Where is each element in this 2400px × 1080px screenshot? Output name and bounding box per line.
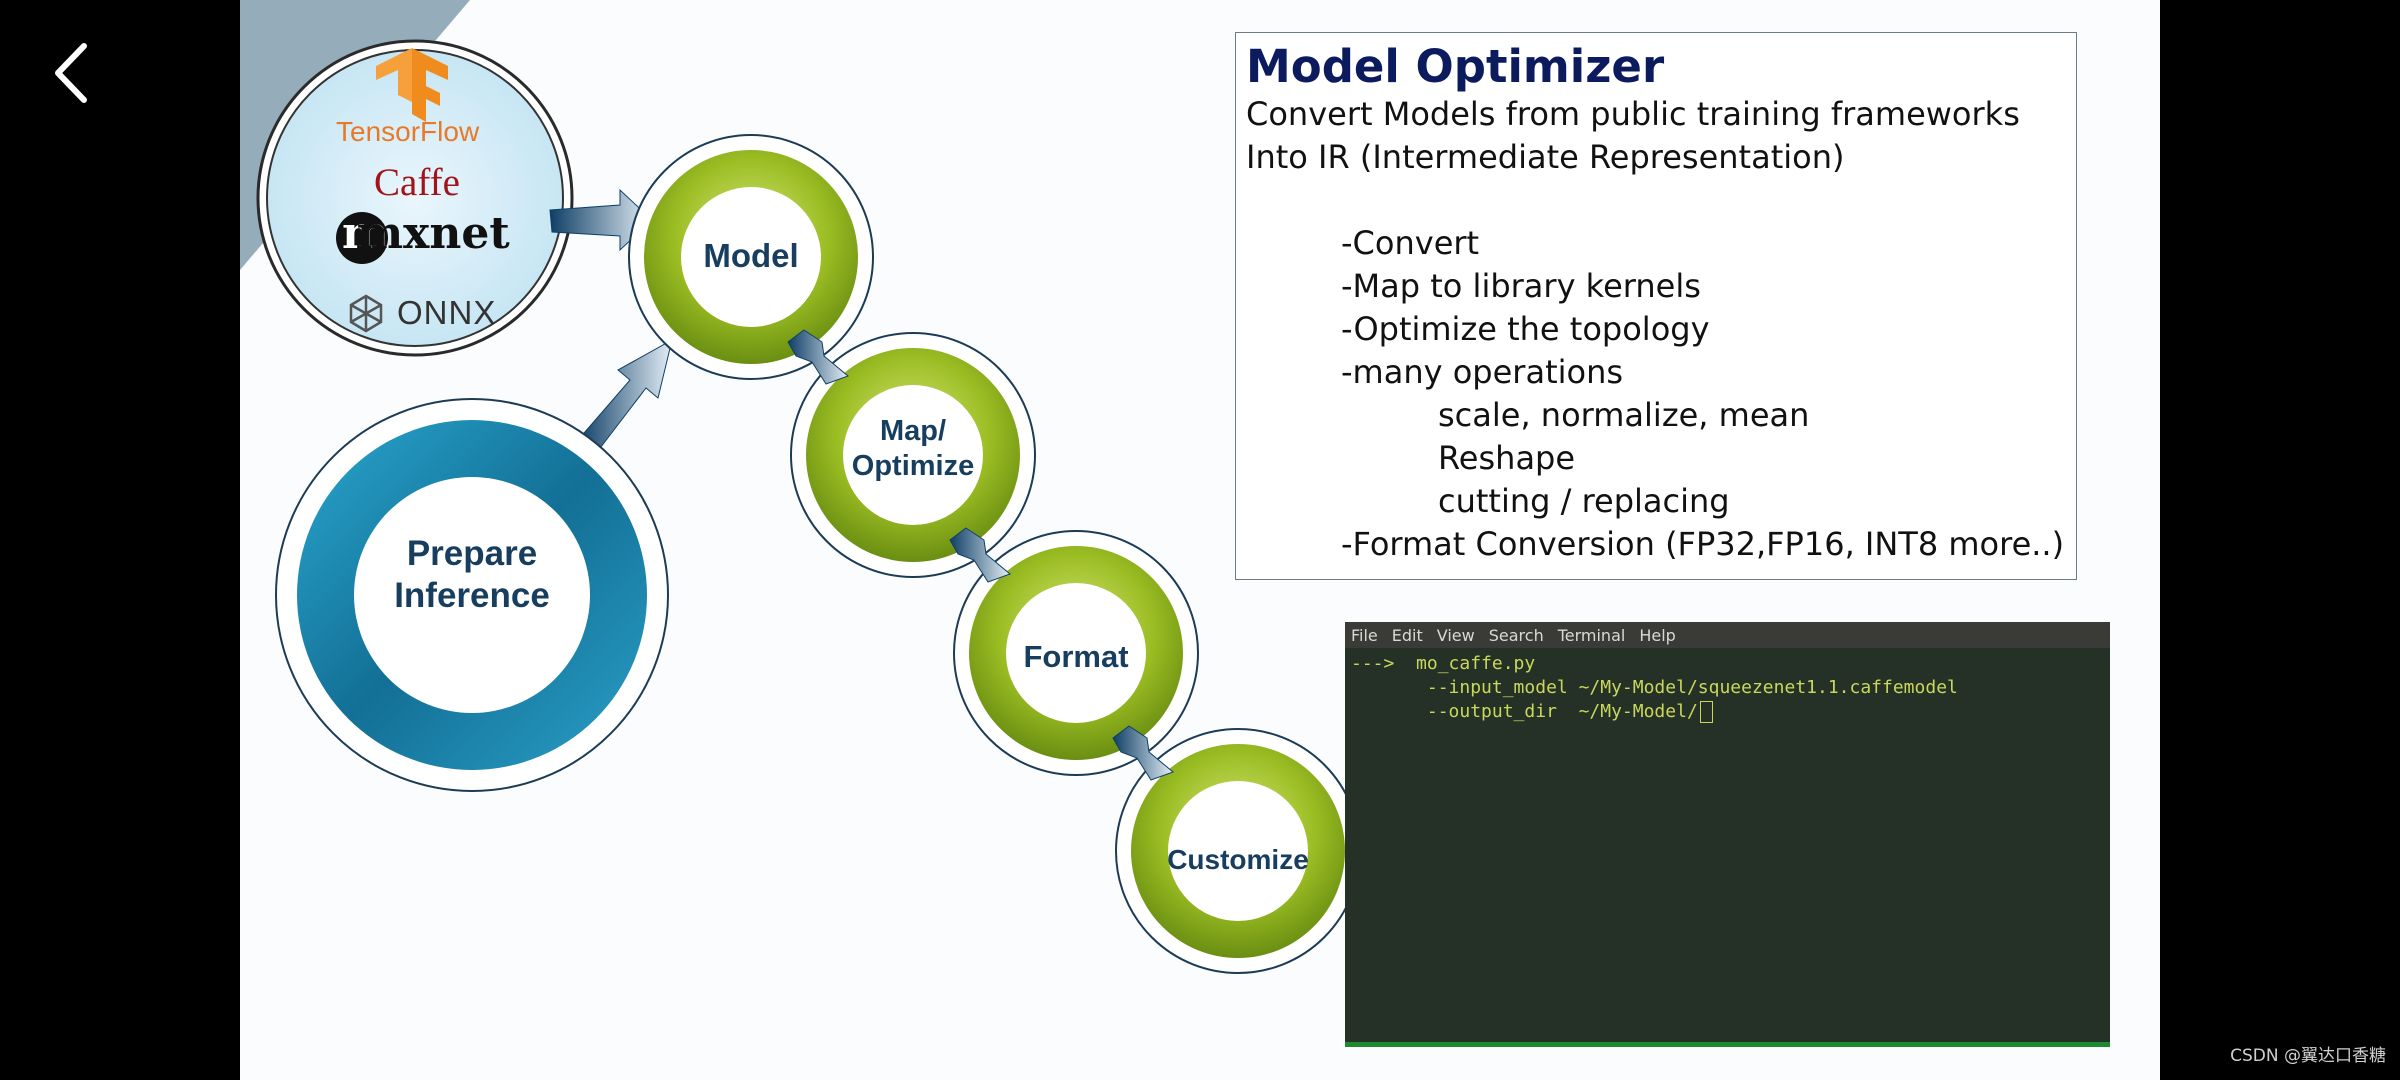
caffe-label: Caffe xyxy=(374,161,460,204)
framework-circle xyxy=(256,39,574,357)
menu-terminal[interactable]: Terminal xyxy=(1557,625,1626,645)
stage-map-optimize: Map/ Optimize xyxy=(851,415,975,482)
tensorflow-logo-icon xyxy=(376,48,448,122)
slide: TensorFlow Caffe mmxnet ONNX Prepare Inf… xyxy=(240,0,2160,1080)
bullet-ops-cutting: cutting / replacing xyxy=(1438,481,1730,520)
info-line-1: Convert Models from public training fram… xyxy=(1246,94,2020,133)
menu-file[interactable]: File xyxy=(1351,625,1378,645)
model-ring xyxy=(628,134,874,380)
prepare-inference-ring xyxy=(275,398,669,792)
terminal-output[interactable]: ---> mo_caffe.py --input_model ~/My-Mode… xyxy=(1345,648,2110,728)
onnx-logo-icon xyxy=(349,294,383,333)
bullet-map: -Map to library kernels xyxy=(1341,266,1701,305)
info-line-2: Into IR (Intermediate Representation) xyxy=(1246,137,1845,176)
arrow-format-to-customize xyxy=(1112,725,1174,781)
tensorflow-label: TensorFlow xyxy=(336,116,480,147)
terminal-window[interactable]: File Edit View Search Terminal Help --->… xyxy=(1345,622,2110,1047)
menu-edit[interactable]: Edit xyxy=(1391,625,1423,645)
menu-search[interactable]: Search xyxy=(1488,625,1544,645)
arrow-map-to-format xyxy=(949,527,1011,583)
terminal-cursor xyxy=(1699,701,1713,723)
onnx-label: ONNX xyxy=(397,294,497,331)
bullet-format-conversion: -Format Conversion (FP32,FP16, INT8 more… xyxy=(1341,524,2065,563)
mxnet-label: mmxnet xyxy=(342,208,510,259)
mxnet-logo-icon xyxy=(336,212,388,264)
arrow-prepare-to-model xyxy=(577,339,673,457)
terminal-line-2: --input_model ~/My-Model/squeezenet1.1.c… xyxy=(1351,677,1958,698)
bullet-convert: -Convert xyxy=(1341,223,1480,262)
format-ring xyxy=(953,530,1199,776)
chevron-left-icon[interactable] xyxy=(48,38,94,108)
info-spacer xyxy=(1246,179,2066,222)
model-optimizer-info-box: Model Optimizer Convert Models from publ… xyxy=(1235,32,2077,580)
bullet-ops-reshape: Reshape xyxy=(1438,438,1576,477)
menu-help[interactable]: Help xyxy=(1639,625,1676,645)
stage-customize: Customize xyxy=(1167,844,1309,875)
arrow-model-to-map xyxy=(787,329,849,385)
terminal-menubar: File Edit View Search Terminal Help xyxy=(1345,622,2110,648)
customize-ring xyxy=(1115,728,1361,974)
terminal-line-3: --output_dir ~/My-Model/ xyxy=(1351,700,2104,724)
flow-diagram xyxy=(256,39,1361,974)
map-optimize-ring xyxy=(790,332,1036,578)
bullet-ops-scale: scale, normalize, mean xyxy=(1438,395,1810,434)
stage-prepare-inference: Prepare Inference xyxy=(394,534,550,615)
terminal-line-1: ---> mo_caffe.py xyxy=(1351,653,1536,674)
bullet-optimize: -Optimize the topology xyxy=(1341,309,1710,348)
watermark: CSDN @翼达口香糖 xyxy=(2230,1046,2386,1066)
bullet-operations: -many operations xyxy=(1341,352,1624,391)
stage-model: Model xyxy=(703,237,799,274)
menu-view[interactable]: View xyxy=(1436,625,1475,645)
info-title: Model Optimizer xyxy=(1246,40,1665,93)
stage-format: Format xyxy=(1023,639,1129,674)
